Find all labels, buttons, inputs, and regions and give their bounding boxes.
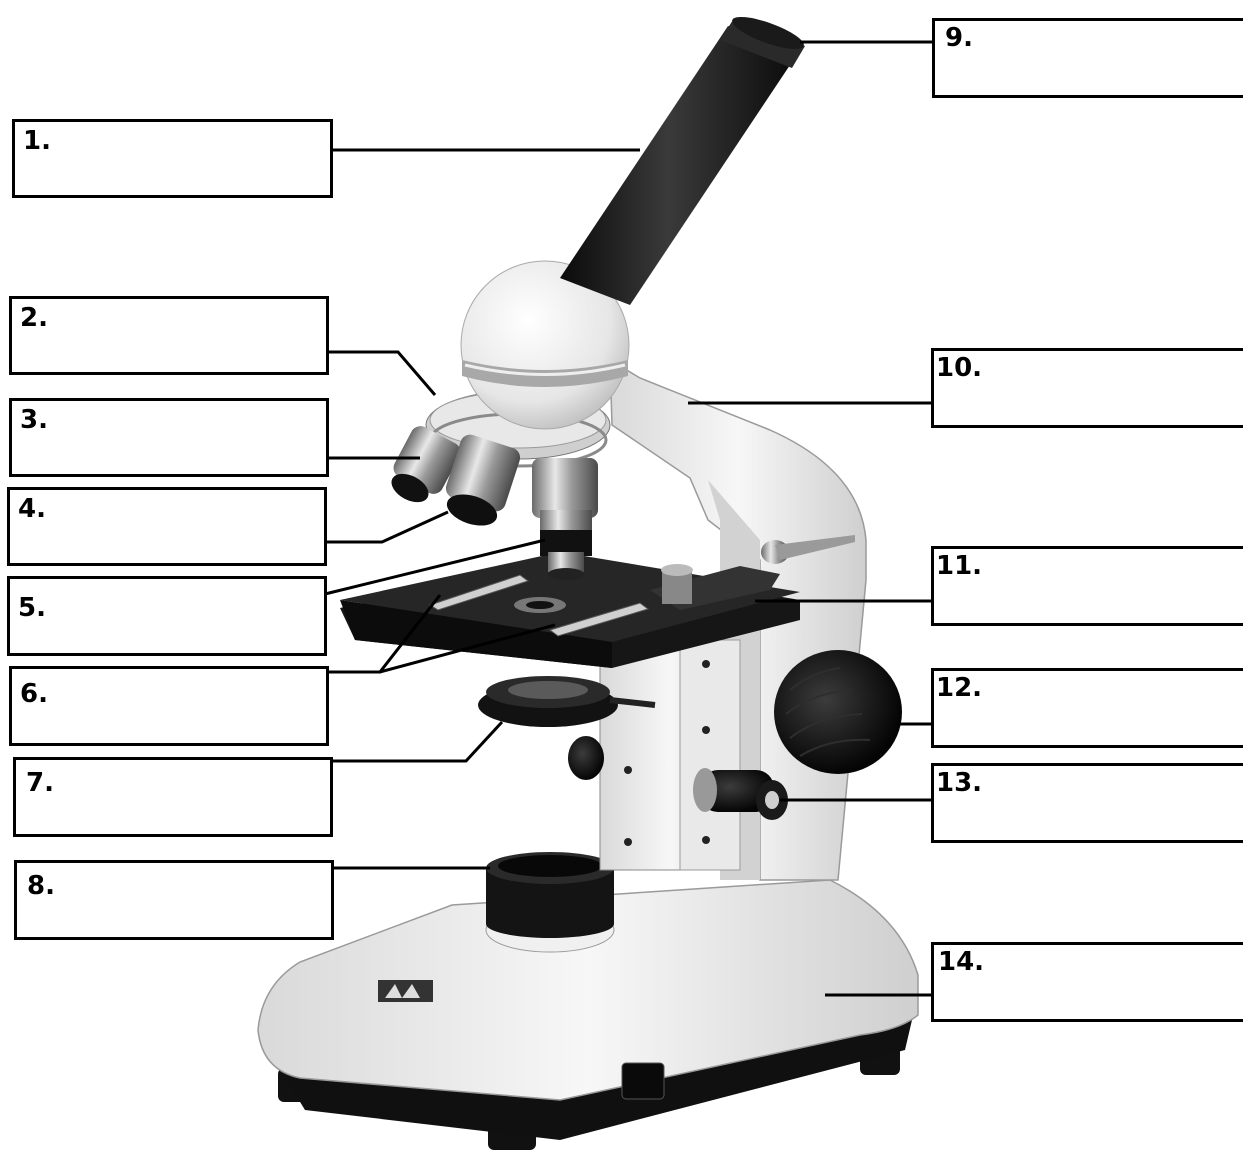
label-number: 14. xyxy=(938,947,984,977)
body-tube xyxy=(560,11,807,305)
illuminator xyxy=(486,852,614,952)
label-number: 3. xyxy=(20,405,48,435)
answer-field[interactable] xyxy=(994,361,1235,415)
label-box-11[interactable]: 11. xyxy=(931,546,1243,626)
label-number: 6. xyxy=(20,679,48,709)
label-number: 2. xyxy=(20,303,48,333)
answer-field[interactable] xyxy=(995,31,1235,85)
coarse-knob-left xyxy=(568,736,604,780)
answer-field[interactable] xyxy=(72,411,318,464)
label-number: 9. xyxy=(945,23,973,53)
label-box-8[interactable]: 8. xyxy=(14,860,334,940)
focus-column xyxy=(600,640,740,870)
label-box-2[interactable]: 2. xyxy=(9,296,329,375)
label-number: 13. xyxy=(936,768,982,798)
label-number: 1. xyxy=(23,126,51,156)
answer-field[interactable] xyxy=(994,681,1235,735)
label-box-7[interactable]: 7. xyxy=(13,757,333,837)
answer-field[interactable] xyxy=(75,132,322,185)
answer-field[interactable] xyxy=(70,589,316,643)
label-box-13[interactable]: 13. xyxy=(931,763,1243,843)
answer-field[interactable] xyxy=(994,955,1235,1009)
label-number: 5. xyxy=(18,593,46,623)
power-switch xyxy=(622,1063,664,1099)
coarse-adjustment-knob xyxy=(774,650,902,774)
label-box-6[interactable]: 6. xyxy=(9,666,329,746)
label-box-1[interactable]: 1. xyxy=(12,119,333,198)
answer-field[interactable] xyxy=(70,500,316,553)
label-box-3[interactable]: 3. xyxy=(9,398,329,477)
label-number: 12. xyxy=(936,673,982,703)
brand-badge xyxy=(378,980,433,1002)
label-box-14[interactable]: 14. xyxy=(931,942,1243,1022)
answer-field[interactable] xyxy=(994,776,1235,830)
label-number: 8. xyxy=(27,871,55,901)
label-number: 4. xyxy=(18,494,46,524)
answer-field[interactable] xyxy=(72,309,318,362)
label-box-4[interactable]: 4. xyxy=(7,487,327,566)
answer-field[interactable] xyxy=(76,770,322,824)
label-box-10[interactable]: 10. xyxy=(931,348,1243,428)
label-box-9[interactable]: 9. xyxy=(932,18,1243,98)
label-box-5[interactable]: 5. xyxy=(7,576,327,656)
answer-field[interactable] xyxy=(72,679,318,733)
label-number: 7. xyxy=(26,768,54,798)
answer-field[interactable] xyxy=(994,559,1235,613)
answer-field[interactable] xyxy=(77,873,323,927)
label-number: 11. xyxy=(936,551,982,581)
label-box-12[interactable]: 12. xyxy=(931,668,1243,748)
label-number: 10. xyxy=(936,353,982,383)
